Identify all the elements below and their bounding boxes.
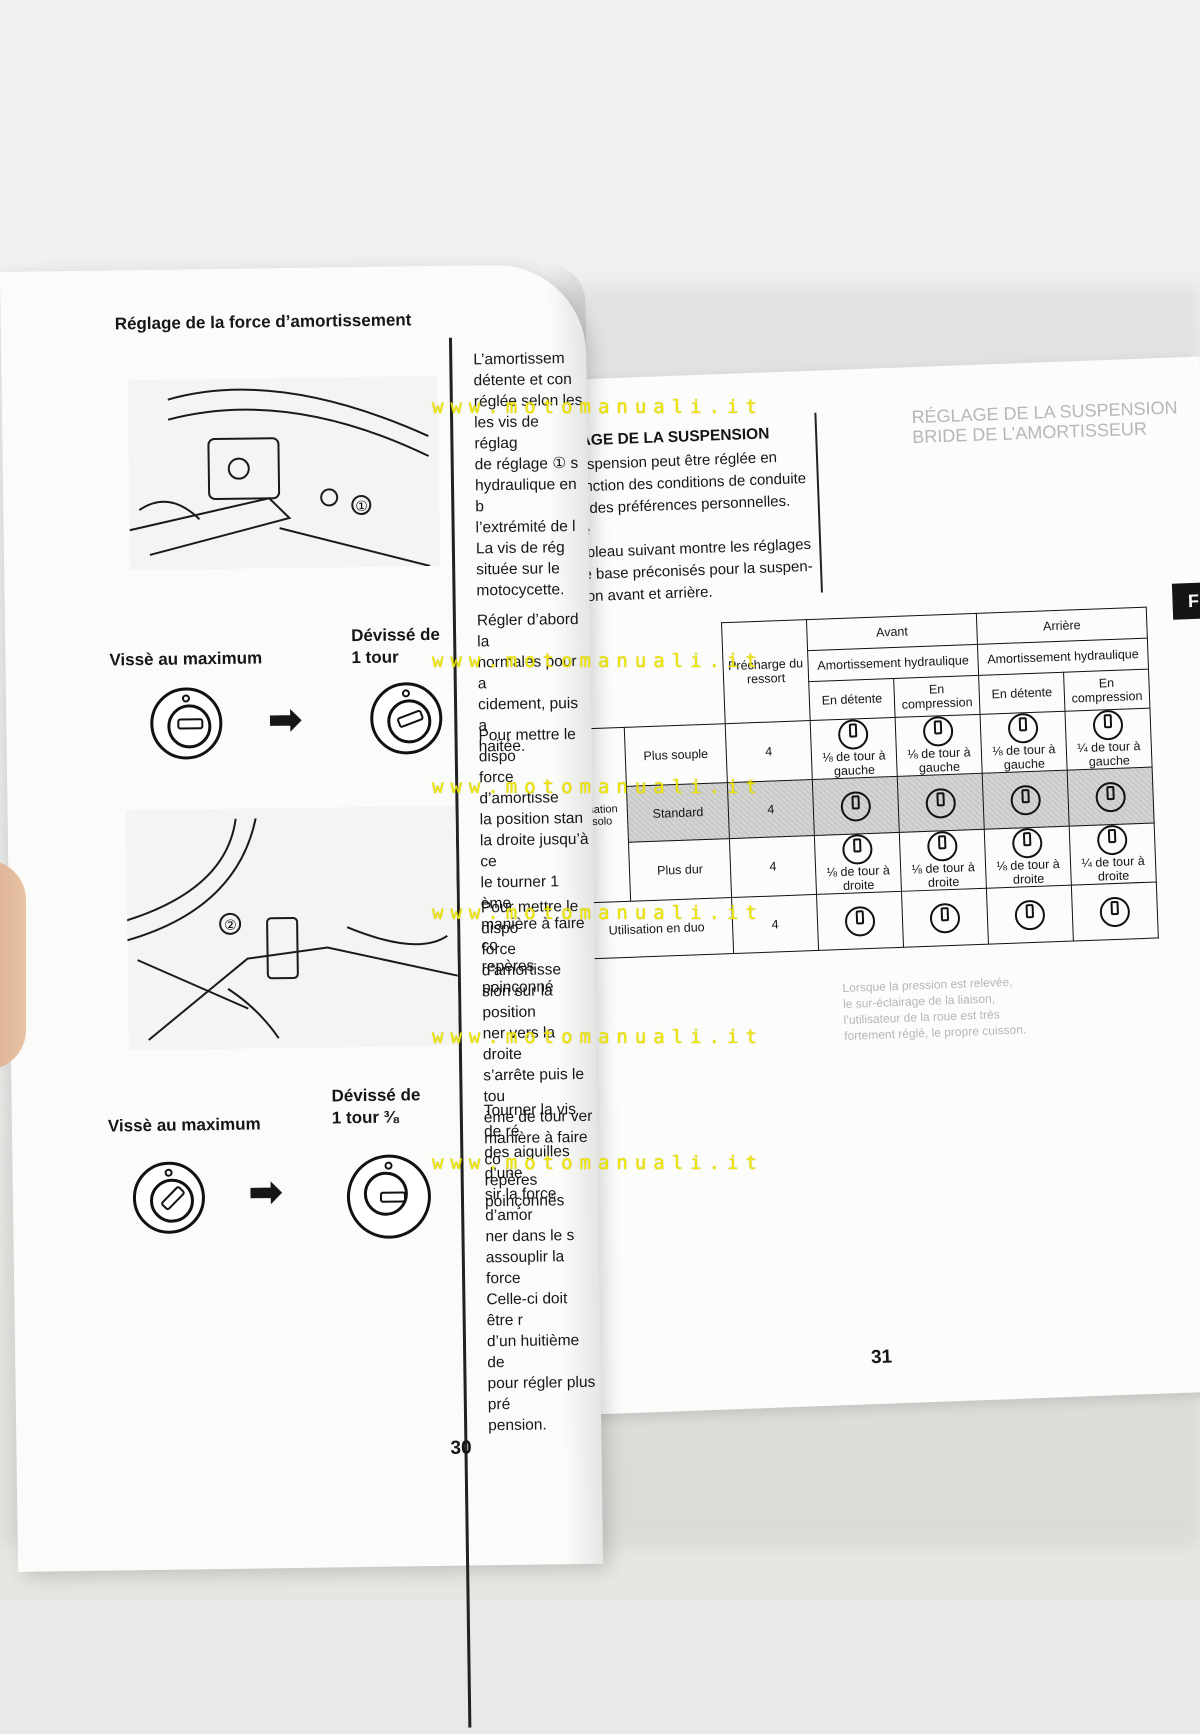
- rear-shock-illustration-bottom: ②: [125, 805, 459, 1051]
- dial-icon: [1095, 781, 1127, 813]
- column-rule: [814, 412, 823, 593]
- watermark: www.motomanuali.it: [432, 776, 764, 798]
- row-label: Plus dur: [628, 838, 732, 902]
- setting-cell: [812, 776, 900, 836]
- avant-compression-header: En compression: [893, 675, 981, 718]
- arrow-right-icon: ➡: [248, 1170, 283, 1215]
- dial-unscrewed-icon: [369, 681, 443, 755]
- setting-cell: ⅛ de tour à droite: [984, 826, 1072, 889]
- arriere-compression-header: En compression: [1063, 669, 1150, 712]
- dial-icon: [837, 718, 869, 751]
- avant-detente-header: En détente: [808, 678, 896, 721]
- dial-unscrewed-icon: [346, 1154, 432, 1240]
- dial-icon: [1010, 784, 1042, 816]
- dial-icon: [1011, 827, 1043, 859]
- paragraph-5: Tourner la vis de ré des aiguilles d’une…: [483, 1101, 596, 1435]
- dial-icon: [926, 830, 958, 862]
- dial-icon: [925, 787, 957, 819]
- setting-cell: [816, 891, 904, 951]
- callout-2: ②: [224, 917, 237, 933]
- rear-shock-illustration-top: ①: [127, 375, 441, 571]
- precharge-value: 4: [725, 720, 813, 783]
- page-number-left: 30: [450, 1437, 472, 1459]
- dial-icon: [929, 902, 961, 934]
- setting-cell: ⅛ de tour à gauche: [895, 714, 983, 777]
- paragraph-1: L’amortissem détente et con réglée selon…: [473, 350, 583, 600]
- dial-icon: [840, 790, 872, 822]
- label-screwed-max-1: Vissè au maximum: [109, 648, 263, 670]
- dial-icon: [844, 905, 876, 937]
- page-number-right: 31: [870, 1346, 893, 1369]
- left-page: Réglage de la force d’amortissement ① Vi…: [0, 263, 604, 1728]
- suspension-title: LAGE DE LA SUSPENSION: [569, 425, 770, 450]
- dial-icon: [1096, 824, 1128, 856]
- watermark: www.motomanuali.it: [432, 650, 764, 672]
- setting-cell: ⅛ de tour à droite: [814, 832, 902, 895]
- setting-cell: [897, 773, 985, 833]
- label-screwed-max-2: Vissè au maximum: [107, 1114, 261, 1136]
- setting-cell: [1067, 767, 1155, 827]
- dial-icon: [1014, 899, 1046, 931]
- setting-cell: [901, 888, 989, 948]
- setting-cell: [986, 885, 1074, 945]
- watermark: www.motomanuali.it: [432, 1026, 764, 1048]
- language-tab: F: [1171, 582, 1200, 620]
- thumb: [0, 860, 26, 1070]
- callout-1: ①: [355, 498, 368, 514]
- watermark: www.motomanuali.it: [432, 1152, 764, 1174]
- setting-cell: ⅛ de tour à gauche: [810, 717, 898, 780]
- bleed-through-text: Lorsque la pression est relevée,le sur-é…: [842, 974, 1027, 1044]
- dial-icon: [1092, 709, 1124, 741]
- setting-cell: ⅛ de tour à droite: [899, 829, 987, 892]
- setting-cell: [982, 770, 1070, 830]
- setting-cell: ¼ de tour à droite: [1069, 823, 1157, 886]
- dial-icon: [841, 833, 873, 865]
- dial-icon: [922, 715, 954, 747]
- arrow-right-icon: ➡: [267, 697, 303, 743]
- watermark: www.motomanuali.it: [432, 902, 764, 924]
- setting-cell: ¼ de tour à gauche: [1064, 708, 1153, 771]
- dial-icon: [1007, 712, 1039, 744]
- arriere-detente-header: En détente: [978, 672, 1065, 715]
- left-page-title: Réglage de la force d’amortissement: [114, 310, 412, 334]
- precharge-value: 4: [729, 835, 817, 898]
- dial-icon: [1099, 895, 1131, 928]
- setting-cell: ⅛ de tour à gauche: [980, 711, 1068, 774]
- dial-max-icon: [149, 686, 223, 760]
- suspension-intro: suspension peut être réglée en fonction …: [570, 449, 813, 606]
- watermark: www.motomanuali.it: [432, 396, 764, 418]
- setting-cell: [1071, 881, 1159, 942]
- dial-max-icon: [132, 1161, 206, 1235]
